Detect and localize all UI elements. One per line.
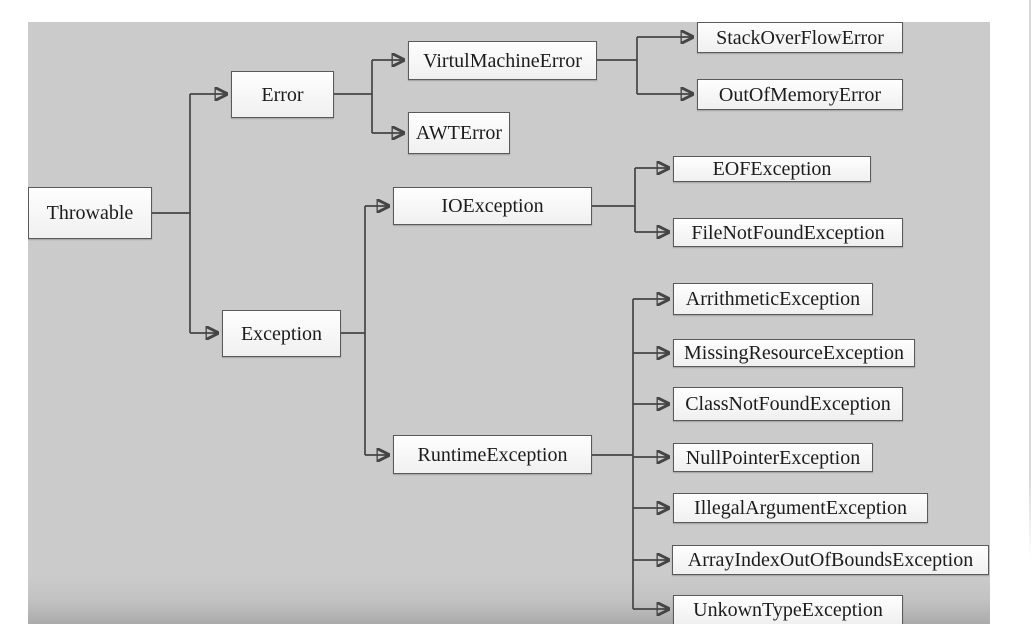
node-error: Error xyxy=(231,71,334,118)
node-awt-error: AWTError xyxy=(408,112,510,154)
node-arithmetic-exception: ArrithmeticException xyxy=(673,283,873,315)
node-unknown-type-exception: UnkownTypeException xyxy=(673,595,903,624)
diagram-canvas: Throwable Error Exception VirtulMachineE… xyxy=(28,22,990,624)
node-array-index-out-of-bounds-exception: ArrayIndexOutOfBoundsException xyxy=(672,545,989,575)
node-virtual-machine-error: VirtulMachineError xyxy=(408,41,597,80)
node-file-not-found-exception: FileNotFoundException xyxy=(673,218,903,247)
node-class-not-found-exception: ClassNotFoundException xyxy=(673,387,903,421)
node-exception: Exception xyxy=(222,310,341,357)
node-runtime-exception: RuntimeException xyxy=(393,435,592,474)
node-missing-resource-exception: MissingResourceException xyxy=(673,339,915,367)
node-null-pointer-exception: NullPointerException xyxy=(673,443,873,472)
node-throwable: Throwable xyxy=(28,187,152,239)
right-edge-line xyxy=(1029,0,1031,560)
node-eof-exception: EOFException xyxy=(673,156,871,182)
node-out-of-memory-error: OutOfMemoryError xyxy=(697,79,903,110)
node-illegal-argument-exception: IllegalArgumentException xyxy=(673,493,928,523)
node-stack-overflow-error: StackOverFlowError xyxy=(697,22,903,53)
node-io-exception: IOException xyxy=(393,187,592,225)
